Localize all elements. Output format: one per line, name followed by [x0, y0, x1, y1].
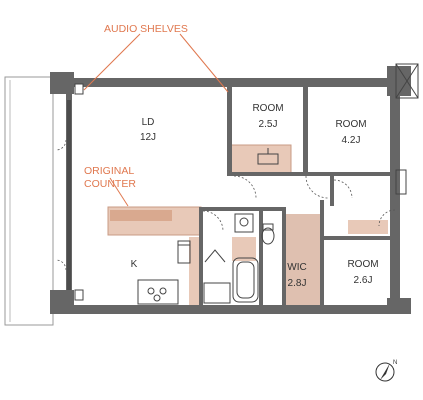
- audio-shelf-highlight: [230, 144, 292, 174]
- room-ld-name: LD: [142, 117, 155, 128]
- side-storage: [395, 63, 419, 195]
- room-top-name: ROOM: [252, 103, 283, 114]
- room-wic-name: WIC: [287, 262, 306, 273]
- original-counter-label-line2: COUNTER: [84, 178, 136, 190]
- bath-fixtures: [203, 213, 275, 304]
- balcony: [4, 76, 54, 326]
- room-right-size: 4.2J: [342, 135, 361, 146]
- closet-highlight-right: [348, 220, 388, 234]
- room-right-name: ROOM: [335, 119, 366, 130]
- corner-fixtures: [74, 83, 84, 301]
- walls: [50, 66, 411, 314]
- kitchen-fixtures: [137, 240, 191, 305]
- counter-highlight-inner: [110, 210, 172, 221]
- annotation-lines: [83, 33, 229, 207]
- north-arrow-icon: N: [375, 360, 397, 382]
- room-wic-size: 2.8J: [288, 278, 307, 289]
- windows: [67, 100, 71, 290]
- room-bottom-size: 2.6J: [354, 275, 373, 286]
- room-kitchen-name: K: [131, 259, 138, 270]
- audio-shelves-label: AUDIO SHELVES: [104, 23, 188, 35]
- closet-highlight: [189, 237, 201, 305]
- doors: [55, 139, 396, 271]
- svg-text:N: N: [393, 360, 397, 366]
- basin-fixture: [257, 148, 279, 165]
- room-top-size: 2.5J: [259, 119, 278, 130]
- toilet-closet-highlight: [232, 237, 256, 261]
- original-counter-label-line1: ORIGINAL: [84, 165, 134, 177]
- room-bottom-name: ROOM: [347, 259, 378, 270]
- room-ld-size: 12J: [140, 132, 156, 143]
- wic-highlight: [282, 214, 321, 308]
